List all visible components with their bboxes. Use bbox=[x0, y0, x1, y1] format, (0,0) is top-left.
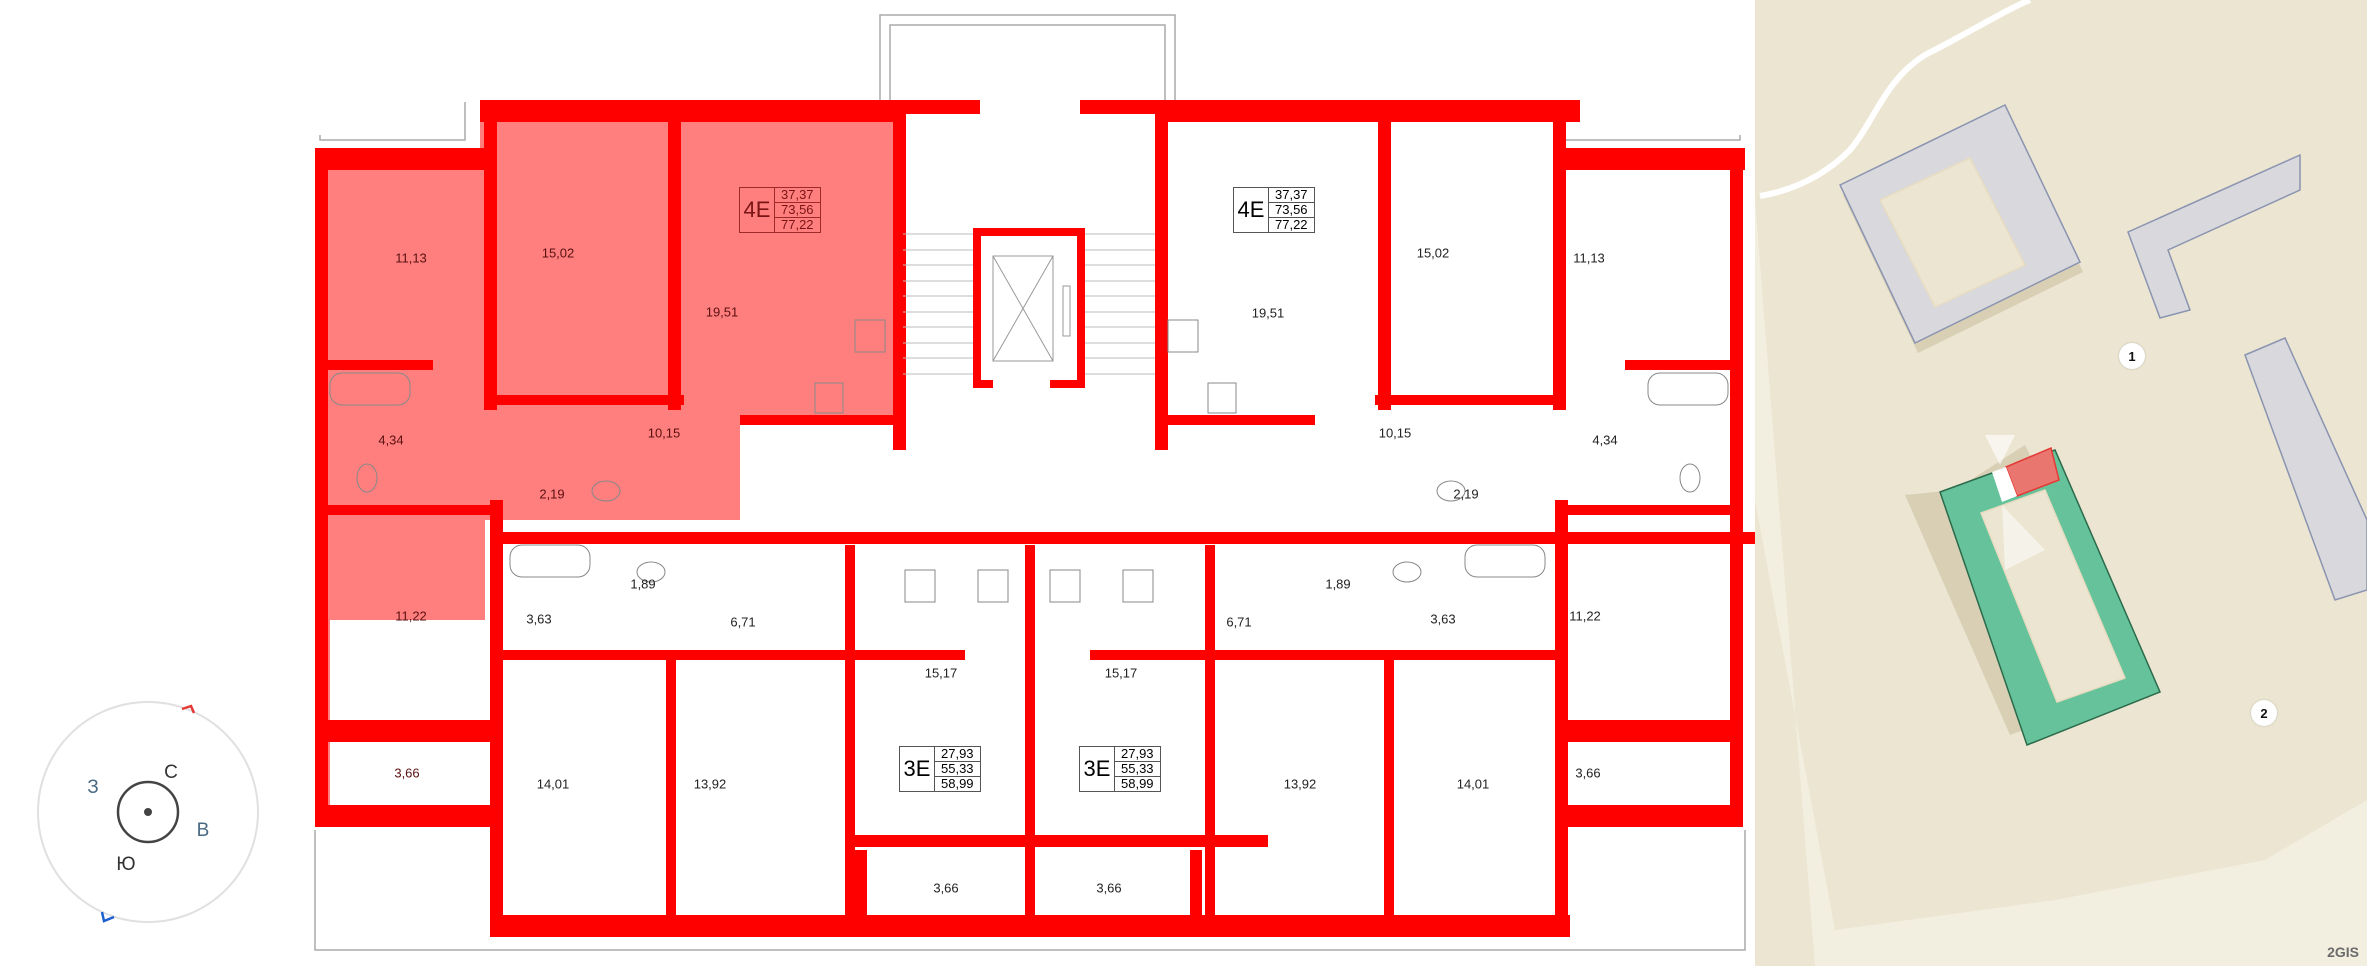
room-area-label: 3,63 bbox=[1430, 611, 1456, 627]
room-area-label: 2,19 bbox=[539, 486, 565, 502]
room-area-label: 15,17 bbox=[924, 665, 958, 681]
toilet-icon bbox=[356, 463, 378, 493]
room-area-label: 10,15 bbox=[1378, 425, 1412, 441]
total-area: 55,33 bbox=[935, 762, 980, 777]
room-area-label: 11,13 bbox=[1573, 250, 1605, 266]
room-area-label: 3,63 bbox=[526, 611, 552, 627]
living-area: 37,37 bbox=[775, 188, 820, 203]
apartment-type: 3E bbox=[1080, 747, 1115, 791]
room-area-label: 14,01 bbox=[1456, 776, 1490, 792]
room-area-label: 10,15 bbox=[647, 425, 681, 441]
room-area-label: 3,66 bbox=[394, 765, 420, 781]
sink-icon bbox=[814, 382, 844, 414]
total-area-with-balcony: 58,99 bbox=[1121, 776, 1154, 791]
room-area-label: 11,22 bbox=[1569, 608, 1601, 624]
building-2 bbox=[1905, 435, 2161, 746]
elevator-icon bbox=[992, 255, 1071, 362]
compass-west: З bbox=[87, 777, 99, 798]
room-area-label: 15,02 bbox=[1416, 245, 1450, 261]
floor-plan: 11,13 15,02 19,51 4,34 10,15 2,19 11,22 … bbox=[36, 14, 1755, 951]
room-area-label: 3,66 bbox=[1575, 765, 1601, 781]
total-area: 55,33 bbox=[1115, 762, 1160, 777]
stove-icon bbox=[854, 319, 886, 353]
compass-east: В bbox=[196, 820, 210, 841]
selected-section bbox=[2005, 446, 2060, 497]
room-area-label: 15,02 bbox=[541, 245, 575, 261]
room-area-label: 11,13 bbox=[395, 250, 427, 266]
building-marker-2[interactable]: 2 bbox=[2251, 700, 2277, 726]
total-area-with-balcony: 77,22 bbox=[1275, 217, 1308, 232]
room-area-label: 6,71 bbox=[730, 614, 756, 630]
apartment-tag-selected[interactable]: 4E 37,37 73,56 77,22 bbox=[739, 187, 821, 233]
location-map[interactable]: 1 2 2GIS bbox=[1755, 0, 2367, 966]
total-area: 73,56 bbox=[775, 203, 820, 218]
room-area-label: 19,51 bbox=[705, 304, 739, 320]
room-area-label: 3,66 bbox=[1096, 880, 1122, 896]
room-area-label: 6,71 bbox=[1226, 614, 1252, 630]
compass-north: С bbox=[164, 762, 178, 783]
room-area-label: 1,89 bbox=[1325, 576, 1351, 592]
room-area-label: 14,01 bbox=[536, 776, 570, 792]
apartment-type: 4E bbox=[1234, 188, 1269, 232]
room-area-label: 15,17 bbox=[1104, 665, 1138, 681]
compass-icon bbox=[37, 701, 259, 923]
total-area: 73,56 bbox=[1269, 203, 1314, 218]
room-area-label: 13,92 bbox=[1283, 776, 1317, 792]
compass-south: Ю bbox=[116, 854, 136, 875]
site-map-drawing bbox=[1755, 0, 2367, 966]
apartment-type: 4E bbox=[740, 188, 775, 232]
total-area-with-balcony: 77,22 bbox=[781, 217, 814, 232]
building-marker-1[interactable]: 1 bbox=[2119, 343, 2145, 369]
room-area-label: 19,51 bbox=[1251, 305, 1285, 321]
room-area-label: 13,92 bbox=[693, 776, 727, 792]
blue-direction-marker bbox=[100, 911, 115, 923]
room-area-label: 4,34 bbox=[1592, 432, 1618, 448]
red-direction-marker bbox=[181, 704, 196, 714]
floor-plan-drawing bbox=[314, 14, 1755, 951]
bathtub-icon bbox=[329, 372, 411, 406]
living-area: 37,37 bbox=[1269, 188, 1314, 203]
room-area-label: 2,19 bbox=[1453, 486, 1479, 502]
room-area-label: 1,89 bbox=[630, 576, 656, 592]
apartment-type: 3E bbox=[900, 747, 935, 791]
apartment-tag[interactable]: 3E 27,93 55,33 58,99 bbox=[1079, 746, 1161, 792]
selected-apartment-fill[interactable] bbox=[318, 110, 900, 820]
room-area-label: 3,66 bbox=[933, 880, 959, 896]
apartment-tag[interactable]: 4E 37,37 73,56 77,22 bbox=[1233, 187, 1315, 233]
living-area: 27,93 bbox=[1115, 747, 1160, 762]
apartment-tag[interactable]: 3E 27,93 55,33 58,99 bbox=[899, 746, 981, 792]
building-1 bbox=[1839, 103, 2083, 353]
compass: С В Ю З bbox=[36, 700, 260, 924]
total-area-with-balcony: 58,99 bbox=[941, 776, 974, 791]
map-brand-logo: 2GIS bbox=[2327, 944, 2359, 960]
living-area: 27,93 bbox=[935, 747, 980, 762]
room-area-label: 11,22 bbox=[395, 608, 427, 624]
room-area-label: 4,34 bbox=[378, 432, 404, 448]
